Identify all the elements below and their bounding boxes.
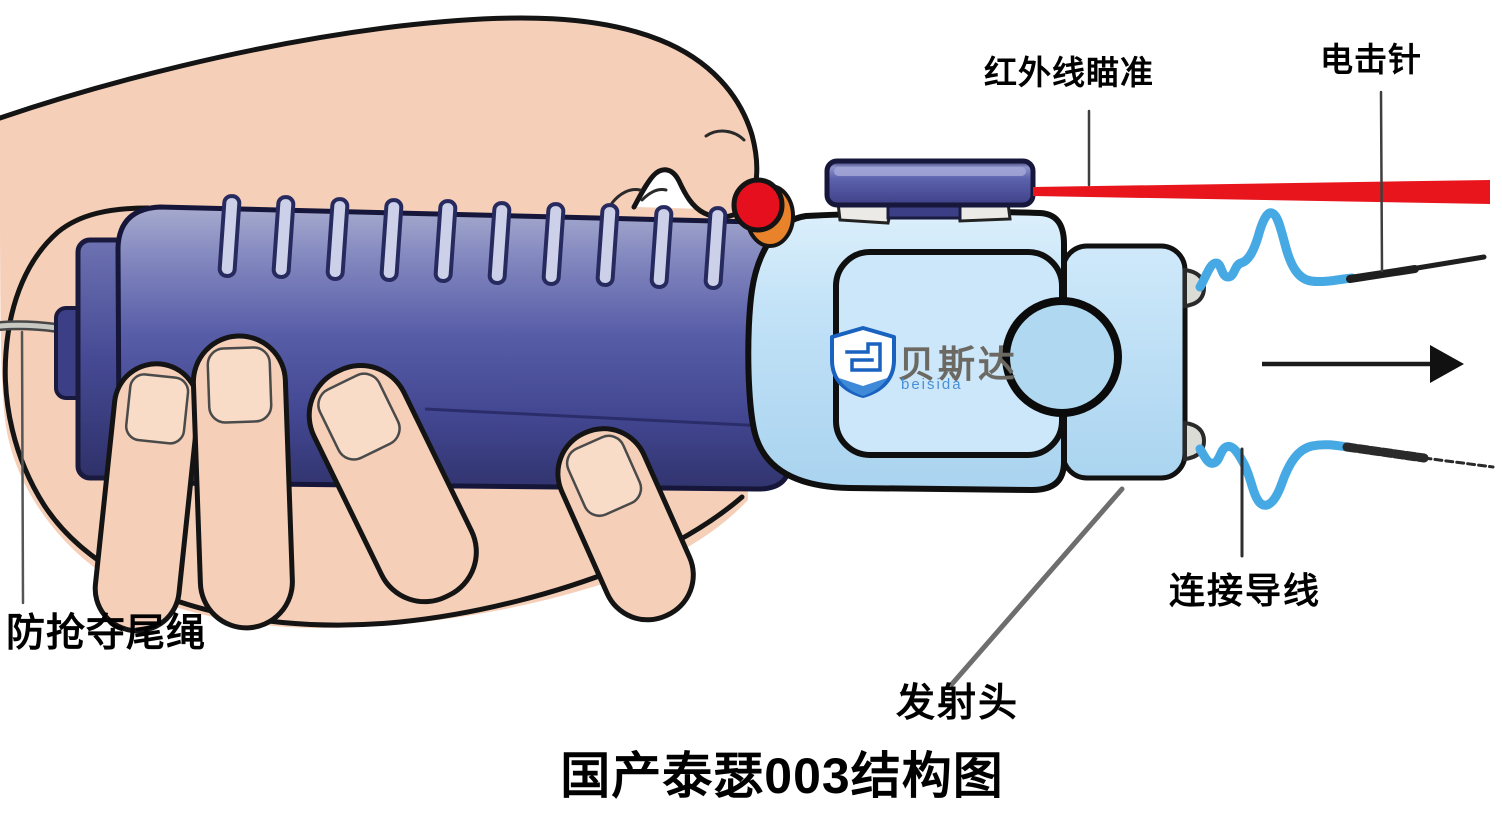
body-seam — [424, 407, 766, 428]
diagram-title: 国产泰瑟003结构图 — [560, 748, 1004, 804]
label-anti-snatch-rope: 防抢夺尾绳 — [6, 612, 207, 655]
finger-4 — [555, 426, 696, 623]
label-infrared-sight: 红外线瞄准 — [984, 54, 1154, 91]
wire-bottom — [1195, 440, 1353, 510]
finger-3 — [306, 363, 479, 605]
grip-ribs — [217, 194, 728, 290]
leader-rope — [20, 330, 25, 605]
wire-top — [1195, 208, 1357, 292]
knuckle-crease — [610, 188, 668, 205]
needle-bottom-tail — [1422, 456, 1495, 469]
leader-lines — [20, 90, 1384, 687]
shock-needles — [1342, 254, 1495, 469]
index-nail-crease — [704, 129, 746, 142]
finger-4-nail — [565, 434, 643, 518]
finger-2 — [190, 333, 295, 631]
connecting-wires — [1195, 208, 1357, 510]
arrow-head — [1430, 345, 1464, 383]
sight-highlight — [834, 167, 1026, 176]
grip-fingers — [92, 333, 696, 634]
trigger-button — [731, 177, 795, 248]
sight-assembly — [824, 158, 1036, 225]
muzzle-circle — [1002, 297, 1122, 417]
label-connecting-wire: 连接导线 — [1169, 570, 1322, 611]
leader-launch-head — [949, 486, 1125, 687]
needle-bottom-barbed — [1342, 442, 1429, 463]
finger-2-nail — [206, 346, 273, 424]
brand-logo-text: 贝斯达 — [898, 344, 1018, 385]
label-launch-head: 发射头 — [896, 682, 1020, 725]
hand-top-outline — [0, 15, 760, 220]
trigger-red-button — [731, 177, 785, 233]
leader-shock-needle — [1379, 90, 1384, 273]
finger-1 — [92, 361, 201, 634]
brand-logo-shield — [830, 326, 896, 398]
launch-head — [1060, 243, 1207, 481]
brand-logo-subtext: beisida — [901, 376, 963, 393]
needle-top-body — [1346, 265, 1419, 283]
finger-3-nail — [317, 372, 401, 461]
direction-arrow — [1262, 345, 1464, 383]
finger-1-nail — [124, 373, 190, 445]
laser-beam — [1033, 180, 1490, 204]
label-shock-needle: 电击针 — [1320, 41, 1422, 78]
front-housing — [745, 209, 1122, 494]
